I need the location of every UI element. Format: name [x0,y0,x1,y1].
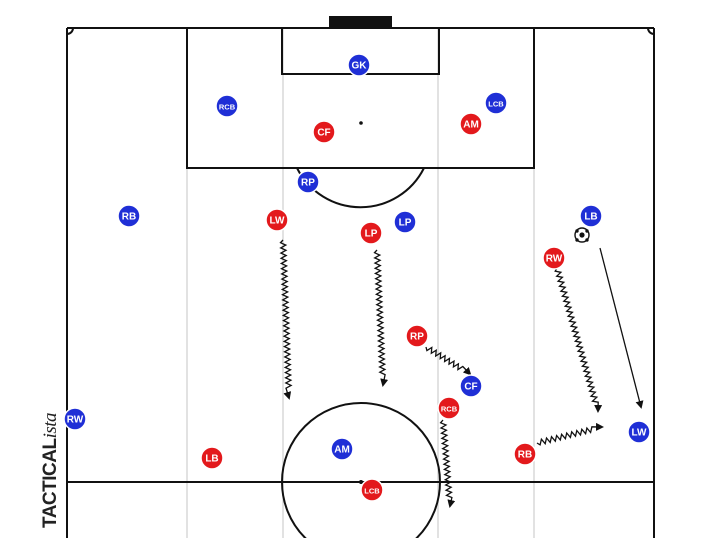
dribble-arrow [536,422,604,446]
player-label: RB [518,450,532,461]
player-token [360,478,384,502]
player-label: RP [301,178,315,189]
player-marker-blue-rb: RB [117,204,141,228]
player-marker-blue-lw: LW [627,420,651,444]
player-marker-blue-lb: LB [579,204,603,228]
penalty-spot [359,121,363,125]
player-token [437,396,461,420]
player-marker-red-lw: LW [265,208,289,232]
player-label: LW [632,428,648,439]
movement-arrows [279,239,644,508]
player-marker-blue-lp: LP [393,210,417,234]
player-token [330,437,354,461]
pass-arrow [599,247,644,409]
pitch-markings [66,27,655,538]
goal [329,16,392,27]
player-marker-red-lb: LB [200,446,224,470]
pitch-lanes [186,28,535,538]
player-marker-blue-rp: RP [296,170,320,194]
player-label: GK [352,61,368,72]
player-token [627,420,651,444]
player-label: LB [205,454,218,465]
player-token [200,446,224,470]
player-token [265,208,289,232]
player-token [459,374,483,398]
player-label: LB [584,212,597,223]
brand-text-bold: TACTICAL [40,438,61,528]
dribble-arrow [425,346,472,376]
player-label: LCB [488,100,504,109]
player-label: RW [67,415,84,426]
player-marker-red-rcb: RCB [437,396,461,420]
brand-text-italic: ista [40,412,61,439]
player-label: CF [464,382,477,393]
player-label: LW [270,216,286,227]
player-token [359,221,383,245]
brand-logo: TACTICALista [6,0,66,538]
player-marker-blue-rcb: RCB [215,94,239,118]
player-label: RCB [219,103,236,112]
dribble-arrow [373,249,389,387]
player-label: RCB [441,405,458,414]
dribble-arrow [439,419,456,508]
player-label: RB [122,212,136,223]
player-token [347,53,371,77]
ball-layer [574,227,590,243]
player-label: CF [317,128,330,139]
player-token [393,210,417,234]
player-marker-red-rp: RP [405,324,429,348]
player-token [459,112,483,136]
player-token [513,442,537,466]
player-token [63,407,87,431]
player-token [405,324,429,348]
player-label: LCB [364,487,380,496]
player-marker-red-am: AM [459,112,483,136]
player-marker-red-lp: LP [359,221,383,245]
dribble-arrow [279,239,293,400]
player-marker-red-rb: RB [513,442,537,466]
player-label: LP [365,229,378,240]
player-token [542,246,566,270]
player-label: AM [334,445,350,456]
player-token [312,120,336,144]
player-token [296,170,320,194]
player-marker-blue-cf: CF [459,374,483,398]
player-marker-blue-gk: GK [347,53,371,77]
football-icon [574,227,590,243]
player-marker-blue-rw: RW [63,407,87,431]
centre-spot [359,480,363,484]
player-token [579,204,603,228]
player-token [215,94,239,118]
dribble-arrow [554,267,603,413]
player-marker-red-rw: RW [542,246,566,270]
player-marker-blue-am: AM [330,437,354,461]
brand-wordmark: TACTICALista [40,413,62,528]
player-label: RW [546,254,563,265]
players-layer: GK RCB LCB RP RB LP LB CF RW AM LW CF AM LW LP RW RP RCB L… [63,53,651,502]
player-label: AM [463,120,479,131]
player-token [117,204,141,228]
player-marker-red-lcb: LCB [360,478,384,502]
player-label: RP [410,332,424,343]
player-label: LP [399,218,412,229]
player-token [484,91,508,115]
player-marker-red-cf: CF [312,120,336,144]
player-marker-blue-lcb: LCB [484,91,508,115]
